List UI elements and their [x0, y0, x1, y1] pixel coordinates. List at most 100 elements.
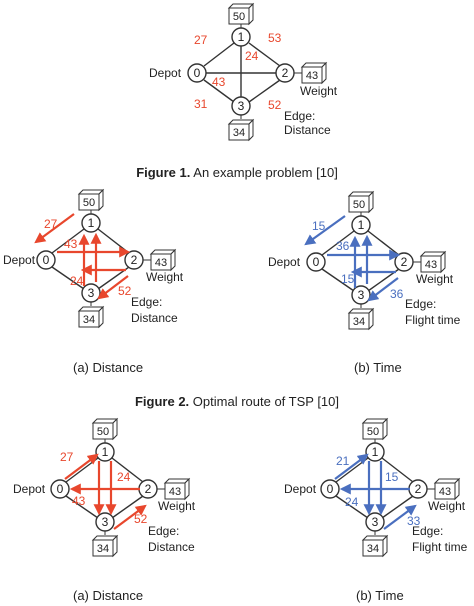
box-bottom-value: 34	[233, 127, 245, 139]
route-arrow-3-2	[113, 504, 147, 530]
figure-2b-diagram: 1 2 3 0 50 43 34 Depot Weight Edge: Flig…	[268, 191, 461, 330]
node-2-label: 2	[282, 66, 289, 80]
edge-2-3	[248, 79, 281, 103]
route-value-2: 15	[385, 470, 399, 484]
node-3-label: 3	[358, 288, 365, 302]
node-0-label: 0	[313, 255, 320, 269]
metric-label: Distance	[148, 540, 195, 554]
node-1	[231, 27, 251, 47]
figure-1-diagram: 1 2 3 0 50 43 34 Depot Weight Edge: Dist…	[149, 3, 338, 141]
box-right-value: 43	[439, 486, 451, 498]
figure-2-subcaption-a: (a) Distance	[73, 360, 144, 375]
route-arrow-3-2	[383, 504, 417, 530]
metric-label: Flight time	[412, 540, 468, 554]
edge-label: Edge:	[405, 297, 436, 311]
edge-label: Edge:	[412, 524, 443, 538]
box-top-value: 50	[97, 426, 109, 438]
figure-3-subcaption-b: (b) Time	[356, 588, 404, 603]
node-3-label: 3	[238, 99, 245, 113]
node-3-label: 3	[88, 286, 95, 300]
figure-1-caption-text: An example problem [10]	[193, 165, 338, 180]
route-arrow-1-0	[304, 215, 346, 246]
node-0-label: 0	[43, 253, 50, 267]
box-top-value: 50	[233, 11, 245, 23]
node-2-label: 2	[415, 482, 422, 496]
route-value-1: 15	[312, 219, 326, 233]
figure-2a-diagram: 1 2 3 0 50 43 34 Depot Weight Edge: Dist…	[3, 189, 184, 328]
weight-label: Weight	[300, 84, 338, 98]
figure-3-subcaption-a: (a) Distance	[73, 588, 144, 603]
distance-0-1: 27	[194, 33, 208, 47]
figure-1-caption-label: Figure 1.	[136, 165, 191, 180]
box-bottom-value: 34	[97, 543, 109, 555]
figure-1-caption: Figure 1. An example problem [10]	[0, 165, 474, 180]
box-bottom-value: 34	[83, 314, 95, 326]
route-arrow-0-1	[64, 453, 99, 480]
route-arrow-1-0	[34, 213, 75, 244]
route-value-3: 43	[72, 494, 86, 508]
figure-3b-diagram: 1 2 3 0 50 43 34 Depot Weight Edge: Flig…	[284, 418, 468, 557]
node-2-label: 2	[401, 255, 408, 269]
edge-0-1	[203, 42, 235, 67]
metric-label: Distance	[131, 311, 178, 325]
node-1-label: 1	[102, 445, 109, 459]
figure-2-caption-text: Optimal route of TSP [10]	[192, 394, 340, 409]
box-top-value: 50	[353, 199, 365, 211]
route-arrow-2-3-b	[367, 277, 399, 302]
metric-label: Distance	[284, 123, 331, 137]
depot-label: Depot	[149, 66, 182, 80]
route-value-1: 27	[44, 217, 58, 231]
node-3-label: 3	[102, 515, 109, 529]
distance-1-2: 53	[268, 31, 282, 45]
box-right-value: 43	[425, 259, 437, 271]
node-1-label: 1	[358, 218, 365, 232]
box-right-value: 43	[155, 257, 167, 269]
node-1-label: 1	[88, 216, 95, 230]
edge-1-2	[248, 42, 281, 67]
box-right-value: 43	[169, 486, 181, 498]
node-1-label: 1	[372, 445, 379, 459]
route-value-3: 24	[345, 495, 359, 509]
edge-label: Edge:	[284, 109, 315, 123]
route-value-2: 36	[336, 239, 350, 253]
node-3	[231, 96, 251, 116]
node-3-label: 3	[372, 515, 379, 529]
route-value-4: 33	[407, 514, 421, 528]
route-value-4: 36	[390, 287, 404, 301]
depot-label: Depot	[3, 253, 36, 267]
depot-label: Depot	[284, 482, 317, 496]
node-0-label: 0	[327, 482, 334, 496]
route-value-1: 21	[336, 454, 350, 468]
weight-label: Weight	[416, 272, 454, 286]
figure-2-subcaption-b: (b) Time	[354, 360, 402, 375]
edge-0-3	[203, 79, 235, 103]
box-right-value: 43	[306, 70, 318, 82]
node-2	[275, 63, 295, 83]
route-value-3: 15	[341, 272, 355, 286]
distance-1-3: 24	[245, 49, 259, 63]
route-arrow-2-3-b	[97, 275, 129, 300]
route-value-1: 27	[60, 450, 74, 464]
node-1-label: 1	[238, 30, 245, 44]
depot-label: Depot	[268, 255, 301, 269]
route-value-4: 52	[134, 512, 148, 526]
box-top-value: 50	[367, 426, 379, 438]
box-bottom-value: 34	[367, 543, 379, 555]
box-top-value: 50	[83, 197, 95, 209]
node-2-label: 2	[131, 253, 138, 267]
distance-0-3: 31	[194, 97, 208, 111]
node-0-label: 0	[194, 66, 201, 80]
depot-label: Depot	[13, 482, 46, 496]
box-bottom-value: 34	[353, 316, 365, 328]
figure-2-caption: Figure 2. Optimal route of TSP [10]	[0, 394, 474, 409]
weight-label: Weight	[146, 270, 184, 284]
weight-label: Weight	[428, 499, 466, 513]
figure-3a-diagram: 1 2 3 0 50 43 34 Depot Weight Edge: Dist…	[13, 418, 196, 557]
figure-2-caption-label: Figure 2.	[134, 394, 190, 409]
route-value-4: 52	[118, 284, 132, 298]
weight-label: Weight	[158, 499, 196, 513]
edge-label: Edge:	[148, 524, 179, 538]
node-0-depot	[187, 63, 207, 83]
route-value-3: 24	[70, 274, 84, 288]
